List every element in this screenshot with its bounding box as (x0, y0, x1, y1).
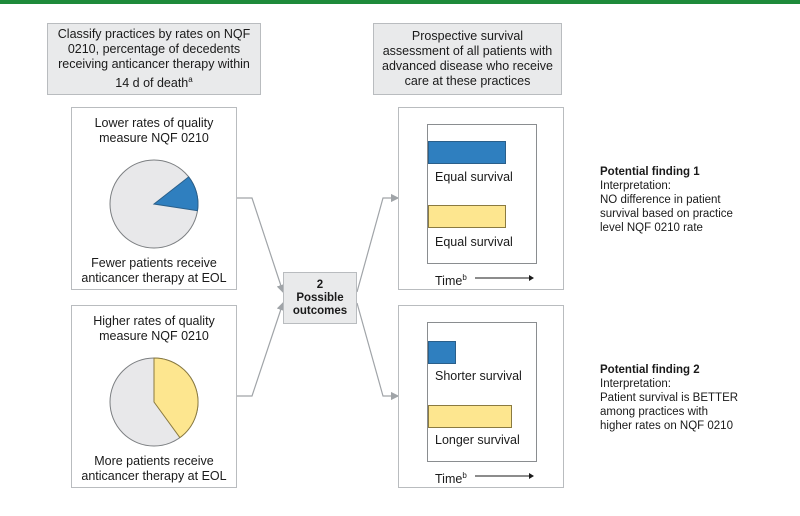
pie-higher-slice (153, 357, 199, 439)
panel-outcome-2: Shorter survival Longer survival Timeb (398, 305, 564, 488)
panel-outcome-1: Equal survival Equal survival Timeb (398, 107, 564, 290)
header-survival-text: Prospective survival assessment of all p… (382, 29, 553, 88)
potential-finding-1: Potential finding 1 Interpretation: NO d… (600, 165, 790, 235)
header-classify-text: Classify practices by rates on NQF 0210,… (57, 26, 251, 91)
outcome-2-bar-bottom-label: Longer survival (435, 433, 520, 447)
outcome-1-time-label: Timeb (435, 273, 467, 289)
outcome-1-bar-top (428, 141, 506, 164)
connector-higher-to-hub (237, 301, 285, 397)
outcome-2-bar-top-label: Shorter survival (435, 369, 522, 383)
pie-lower-slice (152, 176, 199, 212)
footnote-a: a (188, 74, 193, 84)
connector-hub-to-outcome1 (356, 193, 400, 293)
outcome-2-time-label: Timeb (435, 471, 467, 487)
outcome-1-bar-top-label: Equal survival (435, 170, 513, 184)
outcome-1-time-arrow (475, 275, 534, 281)
pie-higher-rates (109, 357, 199, 447)
top-accent-bar (0, 0, 800, 4)
header-classify-practices: Classify practices by rates on NQF 0210,… (47, 23, 261, 95)
connector-lower-to-hub (237, 197, 285, 294)
header-survival-assessment: Prospective survival assessment of all p… (373, 23, 562, 95)
potential-finding-2: Potential finding 2 Interpretation: Pati… (600, 363, 790, 433)
hub-possible-outcomes: 2 Possible outcomes (283, 272, 357, 324)
outcome-1-bar-bottom-label: Equal survival (435, 235, 513, 249)
connector-hub-to-outcome2 (356, 302, 400, 401)
outcome-2-time-arrow (475, 473, 534, 479)
outcome-1-bar-bottom (428, 205, 506, 228)
pie-lower-rates (109, 159, 199, 249)
outcome-2-bar-top (428, 341, 456, 364)
finding-1-title: Potential finding 1 (600, 166, 700, 178)
outcome-2-bar-bottom (428, 405, 512, 428)
finding-2-title: Potential finding 2 (600, 364, 700, 376)
